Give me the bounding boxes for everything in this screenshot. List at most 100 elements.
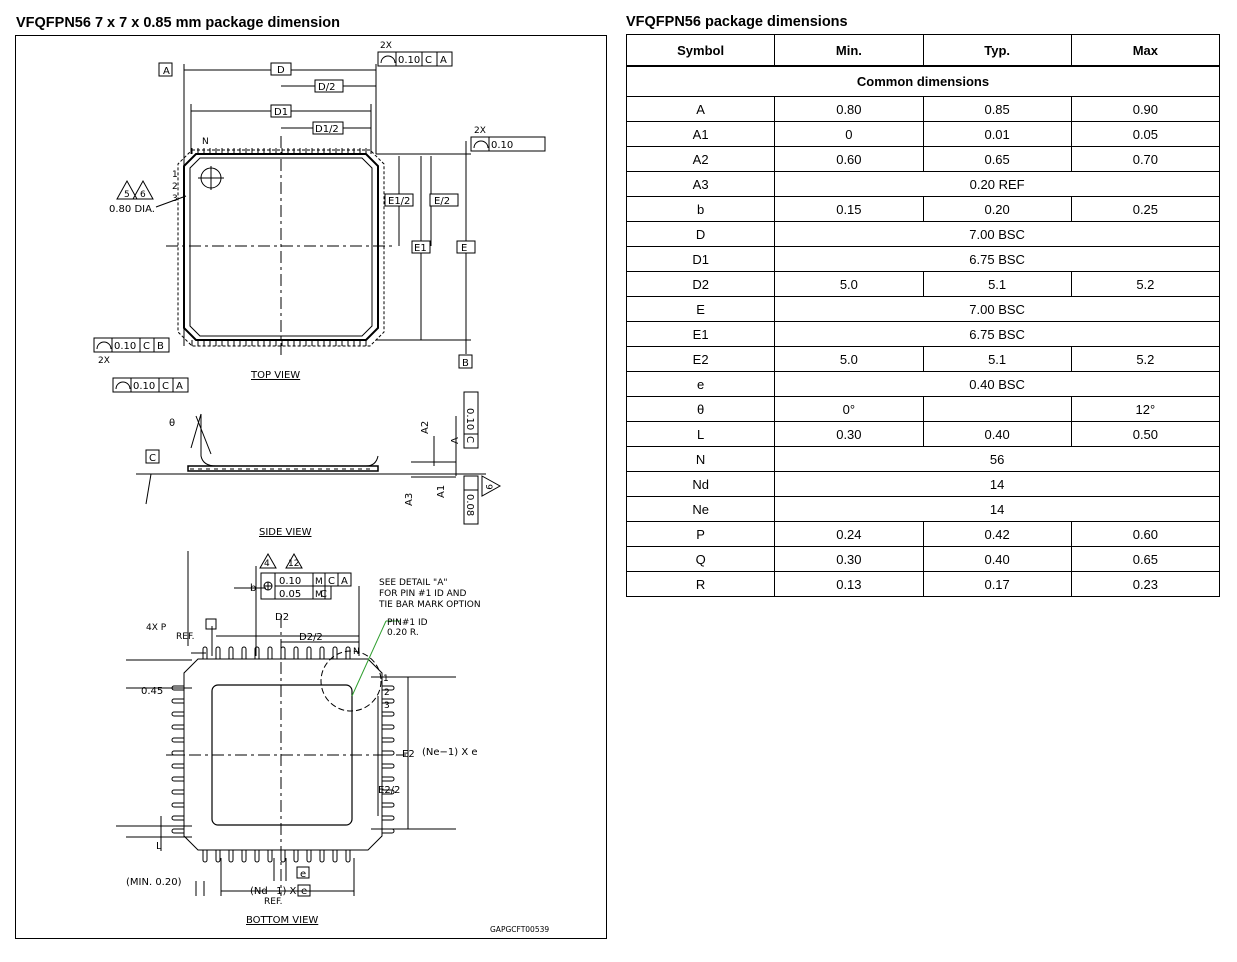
dia-label: 0.80 DIA.	[109, 204, 155, 215]
cell-symbol: E1	[625, 321, 776, 347]
tol-row2: 0.05	[279, 589, 301, 600]
cell-typ: 0.40	[922, 421, 1072, 447]
min-020-label: (MIN. 0.20)	[126, 877, 182, 888]
tol-row2-c: C	[320, 589, 327, 600]
pin1-id-leader	[351, 620, 401, 697]
cell-symbol: A	[625, 96, 776, 122]
tol-row1: 0.10	[279, 576, 301, 587]
cell-typ	[922, 396, 1072, 422]
cell-max: 0.70	[1070, 146, 1221, 172]
cell-min: 0.80	[774, 96, 924, 122]
cell-symbol: E	[625, 296, 776, 322]
top-view-label: TOP VIEW	[250, 370, 300, 381]
bv-pin-2: 2	[384, 688, 390, 698]
pin1-id-1: PIN#1 ID	[387, 618, 428, 628]
cell-symbol: A3	[625, 171, 776, 197]
top-view-labels: A D D/2 D1 D1/2 E1/2 E/2 E1 E B 2X 0.10 …	[98, 41, 513, 392]
note-5: 5	[124, 190, 130, 200]
package-drawing: A D D/2 D1 D1/2 E1/2 E/2 E1 E B 2X 0.10 …	[15, 35, 607, 939]
dim-d-label: D	[277, 65, 285, 76]
see-detail-1: SEE DETAIL "A"	[379, 578, 447, 588]
a-label: A	[450, 437, 461, 444]
tol-bottom: 0.10	[133, 381, 155, 392]
cell-typ: 0.17	[922, 571, 1072, 597]
dimensions-table: Symbol Min. Typ. Max Common dimensions A…	[625, 34, 1221, 597]
datum-a-label: A	[163, 66, 170, 77]
cell-max: 0.65	[1070, 546, 1221, 572]
cell-symbol: A2	[625, 146, 776, 172]
tol-top-a: A	[440, 55, 447, 66]
section-label: Common dimensions	[626, 65, 1220, 97]
cell-symbol: Nd	[625, 471, 776, 497]
dim-d1-label: D1	[274, 107, 288, 118]
bottom-view-body	[183, 658, 383, 851]
cell-symbol: D1	[625, 246, 776, 272]
d2-half-label: D2/2	[299, 632, 323, 643]
cell-value-span: 56	[774, 446, 1220, 472]
cell-typ: 5.1	[922, 271, 1072, 297]
col-header-min: Min.	[774, 34, 924, 67]
datum-b-label: B	[462, 358, 469, 369]
note-12: 12	[288, 559, 299, 569]
note-6: 6	[140, 190, 146, 200]
cell-max: 0.23	[1070, 571, 1221, 597]
cell-max: 0.90	[1070, 96, 1221, 122]
dim-d-half-label: D/2	[318, 82, 335, 93]
cell-value-span: 6.75 BSC	[774, 321, 1220, 347]
cell-typ: 0.65	[922, 146, 1072, 172]
cell-typ: 0.85	[922, 96, 1072, 122]
a1-label: A1	[436, 485, 447, 498]
drawing-id: GAPGCFT00539	[490, 925, 549, 934]
cell-typ: 0.40	[922, 546, 1072, 572]
cell-value-span: 7.00 BSC	[774, 296, 1220, 322]
pin1-id-2: 0.20 R.	[387, 628, 419, 638]
ref2-label: REF.	[264, 897, 283, 907]
cell-symbol: L	[625, 421, 776, 447]
tol-top-c: C	[425, 55, 432, 66]
col-header-max: Max	[1070, 34, 1221, 67]
top-view-lead-ticks	[191, 148, 367, 346]
two-x-right: 2X	[474, 126, 486, 136]
note-4: 4	[264, 559, 270, 569]
l-label: L	[156, 841, 162, 852]
e2-label: E2	[402, 749, 415, 760]
theta-label: θ	[169, 418, 175, 429]
dim-d1-half-label: D1/2	[315, 124, 339, 135]
tol-008-side: 0.08	[464, 494, 475, 516]
figure-title: VFQFPN56 7 x 7 x 0.85 mm package dimensi…	[16, 15, 340, 31]
cell-value-span: 14	[774, 471, 1220, 497]
tol-row1-m: M	[315, 577, 323, 587]
side-view-label: SIDE VIEW	[259, 527, 312, 538]
see-detail-2: FOR PIN #1 ID AND	[379, 589, 467, 599]
tol-bottom-a: A	[176, 381, 183, 392]
cell-symbol: R	[625, 571, 776, 597]
cell-value-span: 0.40 BSC	[774, 371, 1220, 397]
cell-min: 0.15	[774, 196, 924, 222]
tol-row2-m: M	[315, 590, 323, 600]
cell-typ: 0.42	[922, 521, 1072, 547]
cell-min: 0.60	[774, 146, 924, 172]
a2-label: A2	[420, 421, 431, 434]
two-x-left: 2X	[98, 356, 110, 366]
cell-value-span: 6.75 BSC	[774, 246, 1220, 272]
note-9: 9	[483, 484, 493, 490]
cell-value-span: 0.20 REF	[774, 171, 1220, 197]
cell-symbol: D2	[625, 271, 776, 297]
cell-max: 0.05	[1070, 121, 1221, 147]
two-x-top: 2X	[380, 41, 392, 51]
cell-min: 5.0	[774, 346, 924, 372]
cell-symbol: E2	[625, 346, 776, 372]
cell-min: 5.0	[774, 271, 924, 297]
dim-e-half-label: E/2	[434, 196, 450, 207]
side-view-labels: θ C A2 A A3 A1 0.10 C 0.08 9 SIDE VIEW	[149, 408, 493, 538]
bottom-view-labels: 4 12 b 0.10 M C A 0.05 M C SEE DETAIL "A…	[126, 559, 481, 926]
bv-pin-1: 1	[383, 674, 389, 684]
cell-typ: 0.01	[922, 121, 1072, 147]
cell-symbol: b	[625, 196, 776, 222]
